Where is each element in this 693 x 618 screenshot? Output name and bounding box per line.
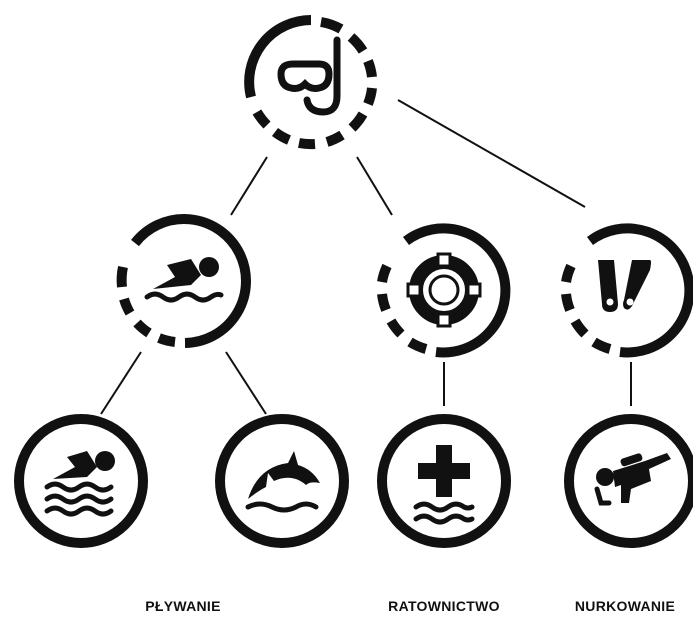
caption-diving: NURKOWANIE <box>574 598 676 614</box>
scuba-diver-icon <box>594 453 671 506</box>
node-swimming[interactable] <box>116 214 251 348</box>
connector-root-swimming <box>230 156 268 216</box>
medical-cross-waves-icon <box>413 445 475 525</box>
node-rescue[interactable] <box>377 223 511 358</box>
node-diving[interactable] <box>561 223 693 358</box>
dolphin-icon <box>245 451 320 513</box>
snorkel-mask-icon <box>277 36 341 116</box>
node-first-aid[interactable] <box>377 414 511 548</box>
progress-ring <box>244 15 312 99</box>
life-buoy-icon <box>406 252 482 328</box>
connector-root-rescue <box>356 156 393 216</box>
connector-root-diving <box>397 99 586 208</box>
swimmer-waves-icon <box>44 451 115 517</box>
caption-swimming: PŁYWANIE <box>145 598 221 614</box>
node-swim-pool[interactable] <box>14 414 148 548</box>
node-scuba[interactable] <box>564 414 693 548</box>
node-dolphin[interactable] <box>215 414 349 548</box>
connector-swimming-pool <box>100 351 142 415</box>
swimmer-icon <box>144 257 224 303</box>
connector-swimming-dolphin <box>225 351 267 415</box>
flippers-icon <box>598 260 651 312</box>
caption-rescue: RATOWNICTWO <box>388 598 500 614</box>
node-root[interactable] <box>235 6 387 158</box>
